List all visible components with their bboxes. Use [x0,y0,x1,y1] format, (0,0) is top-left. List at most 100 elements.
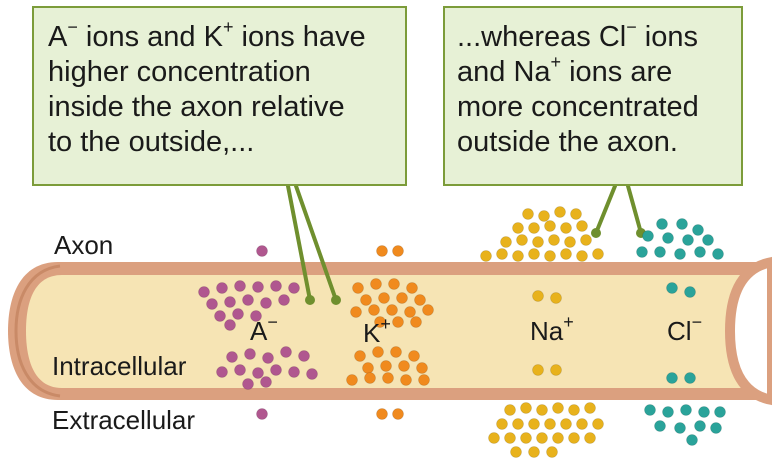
anion-ion-dot-inside-top-11 [214,310,226,322]
sodium-ion-dot-outside-top-12 [548,234,560,246]
chloride-ion-dot-outside-top-8 [654,246,666,258]
axon-left-cap-highlight [14,264,61,398]
anion-ion-dot-inside-top-6 [206,298,218,310]
callout-right-line-3: more concentrated [457,91,699,123]
anion-ion-dot-inside-top-8 [242,294,254,306]
label-axon: Axon [54,230,114,260]
sodium-ion-dot-outside-bottom-22 [546,446,558,458]
sodium-ion-dot-outside-top-21 [576,250,588,262]
callout-right-line-4: outside the axon. [457,126,678,158]
potassium-ion-dot-inside-top-3 [406,282,418,294]
potassium-ion-dot-inside-top-4 [360,294,372,306]
anion-ion-dot-inside-bottom-3 [280,346,292,358]
anion-ion-dot-inside-bottom-6 [234,364,246,376]
ion-label-potassium: K+ [363,314,391,348]
chloride-ion-dot-outside-top-6 [702,234,714,246]
potassium-ion-dot-inside-top-8 [350,306,362,318]
sodium-ion-dot-outside-bottom-2 [536,404,548,416]
chloride-ion-dot-outside-bottom-6 [674,422,686,434]
sodium-ion-dot-outside-top-18 [528,248,540,260]
potassium-ion-dot-inside-bottom-4 [362,362,374,374]
ion-label-anion: A− [250,312,278,346]
chloride-ion-dot-outside-bottom-8 [710,422,722,434]
potassium-ion-dot-inside-top-15 [410,316,422,328]
potassium-ion-dot-inside-bottom-8 [346,374,358,386]
anion-ion-dot-inside-top-14 [224,319,236,331]
potassium-ion-dot-inside-top-2 [388,278,400,290]
callout-left-line-4: to the outside,... [48,126,255,158]
callout-pointers [286,184,643,302]
chloride-ion-dot-outside-bottom-3 [698,406,710,418]
potassium-ion-dot-inside-top-5 [378,292,390,304]
sodium-ion-dot-outside-top-9 [500,236,512,248]
potassium-ion-dot-inside-top-7 [414,294,426,306]
callout-left-line-3: inside the axon relative [48,91,345,123]
sodium-ion-dot-outside-bottom-0 [504,404,516,416]
sodium-ion-dot-outside-top-2 [554,206,566,218]
anion-ion-dot-inside-bottom-5 [216,366,228,378]
anion-ion-dot-inside-bottom-7 [252,367,264,379]
sodium-ion-dot-outside-bottom-15 [520,432,532,444]
potassium-ion-dot-outside-bottom-1 [392,408,404,420]
sodium-ion-dot-inside-top-0 [532,290,544,302]
chloride-ion-dot-outside-top-11 [712,248,724,260]
sodium-ion-dot-outside-bottom-10 [560,418,572,430]
potassium-ion-dot-inside-top-11 [404,306,416,318]
anion-ion-dot-inside-top-10 [278,294,290,306]
anion-ion-dot-inside-bottom-2 [262,352,274,364]
chloride-ion-dot-outside-bottom-4 [714,406,726,418]
sodium-ion-dot-outside-bottom-1 [520,402,532,414]
sodium-ion-dot-outside-bottom-5 [584,402,596,414]
pointer-end-anions [305,295,315,305]
potassium-ion-dot-inside-top-14 [392,316,404,328]
potassium-ion-dot-inside-top-12 [422,304,434,316]
sodium-ion-dot-outside-top-10 [516,234,528,246]
sodium-ion-dot-outside-top-14 [580,234,592,246]
anion-ion-dot-outside-top-0 [256,245,268,257]
callout-inside-concentration: A− ions and K+ ions have higher concentr… [32,6,407,186]
chloride-ion-dot-inside-top-1 [684,286,696,298]
sodium-ion-dot-outside-bottom-18 [568,432,580,444]
potassium-ion-dot-inside-top-9 [368,304,380,316]
label-intracellular: Intracellular [52,351,187,381]
potassium-ion-dot-outside-top-1 [392,245,404,257]
chloride-ion-dot-outside-top-7 [636,246,648,258]
potassium-ion-dot-inside-bottom-2 [390,346,402,358]
anion-ion-dot-inside-top-5 [288,282,300,294]
pointer-to-chloride [626,184,643,235]
anion-ion-dot-inside-top-7 [224,296,236,308]
callout-outside-concentration: ...whereas Cl− ions and Na+ ions are mor… [443,6,743,186]
sodium-ion-dot-outside-bottom-6 [496,418,508,430]
sodium-ion-dot-outside-bottom-14 [504,432,516,444]
ion-label-sodium: Na+ [530,312,574,346]
chloride-ion-dot-outside-bottom-9 [686,434,698,446]
anion-ion-dot-inside-bottom-9 [288,366,300,378]
sodium-ion-dot-outside-top-4 [512,222,524,234]
callout-left-line-2: higher concentration [48,56,311,88]
axon-end-opening [724,256,772,406]
sodium-ion-dot-outside-top-3 [570,208,582,220]
ion-dots [198,206,726,458]
sodium-ion-dot-outside-bottom-7 [512,418,524,430]
pointer-to-potassium [294,184,338,302]
chloride-ion-dot-inside-top-0 [666,282,678,294]
sodium-ion-dot-inside-bottom-0 [532,364,544,376]
chloride-ion-dot-outside-top-9 [674,248,686,260]
potassium-ion-dot-inside-top-10 [386,304,398,316]
chloride-ion-dot-outside-top-1 [676,218,688,230]
chloride-ion-dot-outside-top-0 [656,218,668,230]
sodium-ion-dot-outside-top-19 [544,250,556,262]
potassium-ion-dot-inside-bottom-5 [380,360,392,372]
callout-right-line-1: ...whereas Cl− ions [457,17,699,53]
label-extracellular: Extracellular [52,405,196,435]
anion-ion-dot-inside-bottom-8 [270,364,282,376]
pointer-to-anions [286,184,312,302]
anion-ion-dot-inside-bottom-1 [244,348,256,360]
callout-right-line-2: and Na+ ions are [457,52,673,88]
potassium-ion-dot-inside-bottom-6 [398,360,410,372]
pointer-end-sodium [591,228,601,238]
sodium-ion-dot-outside-top-7 [560,222,572,234]
anion-ion-dot-inside-top-3 [252,281,264,293]
